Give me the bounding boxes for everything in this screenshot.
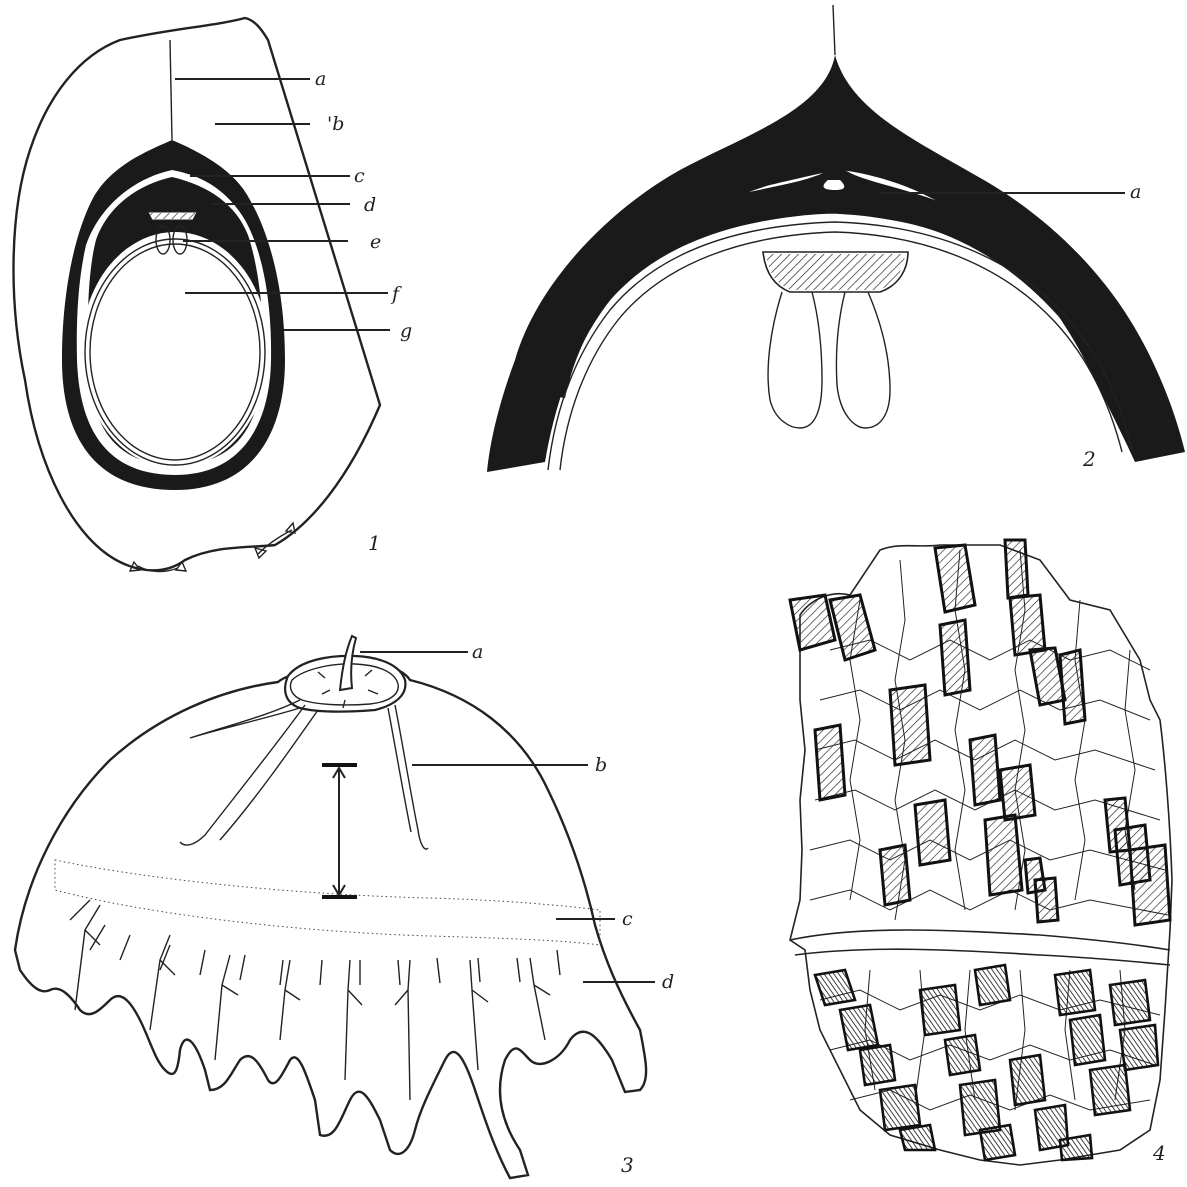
fig3-label-b: b <box>595 754 607 776</box>
fig3-label-a: a <box>472 641 483 663</box>
fig1-label-c: c <box>354 165 365 187</box>
fig1-number: 1 <box>368 531 381 555</box>
fig1-label-f: f <box>390 283 402 305</box>
fig4-number: 4 <box>1152 1141 1166 1165</box>
figure-4-cell-tissue: 4 <box>790 540 1172 1165</box>
fig3-dome-outline <box>15 665 646 1178</box>
fig1-label-a: a <box>315 68 326 90</box>
fig1-label-g: g <box>400 320 412 342</box>
fig3-number: 3 <box>621 1153 634 1177</box>
figure-2-micropylar-detail: a 2 <box>487 5 1185 472</box>
fig1-label-b: 'b <box>327 113 344 135</box>
fig3-label-c: c <box>622 908 633 930</box>
figure-1-seed-section: a 'b c d e f g 1 <box>14 18 413 572</box>
fig1-label-e: e <box>370 231 381 253</box>
fig2-number: 2 <box>1082 447 1096 471</box>
figure-3-seed-exterior: a b c d 3 <box>15 636 674 1178</box>
fig1-label-d: d <box>364 194 376 216</box>
fig2-label-a: a <box>1130 181 1141 203</box>
fig3-label-d: d <box>662 971 674 993</box>
